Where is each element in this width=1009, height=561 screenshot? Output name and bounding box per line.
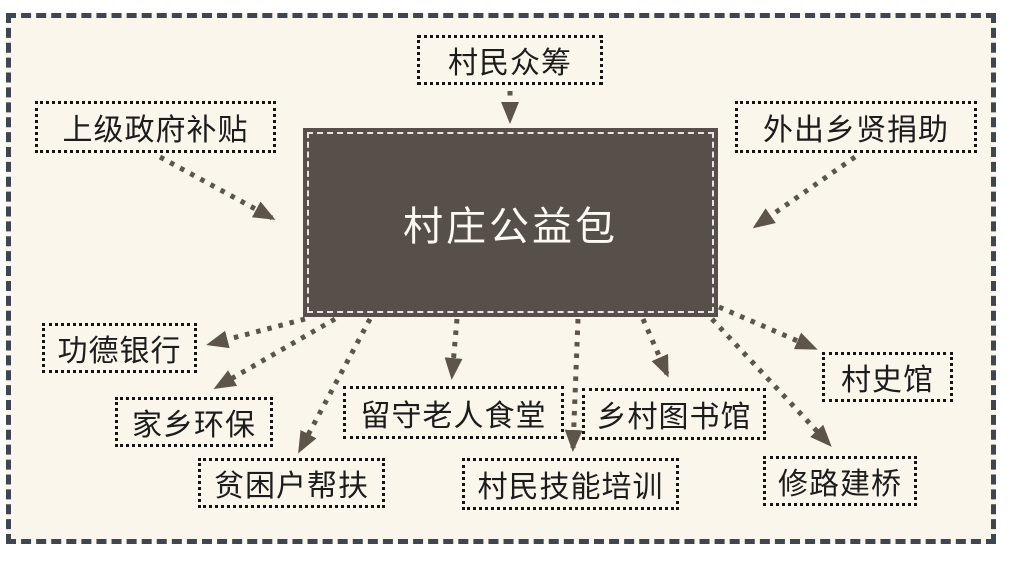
node-government-subsidy: 上级政府补贴 [35, 101, 276, 153]
node-skills-training: 村民技能培训 [462, 458, 679, 510]
node-village-history-museum: 村史馆 [822, 352, 953, 402]
node-elderly-canteen: 留守老人食堂 [343, 386, 564, 439]
node-merit-bank: 功德银行 [42, 323, 197, 373]
center-node-label: 村庄公益包 [403, 204, 618, 249]
node-villager-crowdfunding: 村民众筹 [417, 35, 603, 85]
node-rural-library: 乡村图书馆 [582, 388, 766, 440]
node-hometown-environment: 家乡环保 [115, 397, 273, 447]
node-road-bridge-building: 修路建桥 [763, 456, 917, 506]
node-sages-donation: 外出乡贤捐助 [735, 101, 977, 153]
center-node-village-welfare-package: 村庄公益包 [303, 128, 718, 317]
node-poor-household-support: 贫困户帮扶 [198, 458, 385, 508]
